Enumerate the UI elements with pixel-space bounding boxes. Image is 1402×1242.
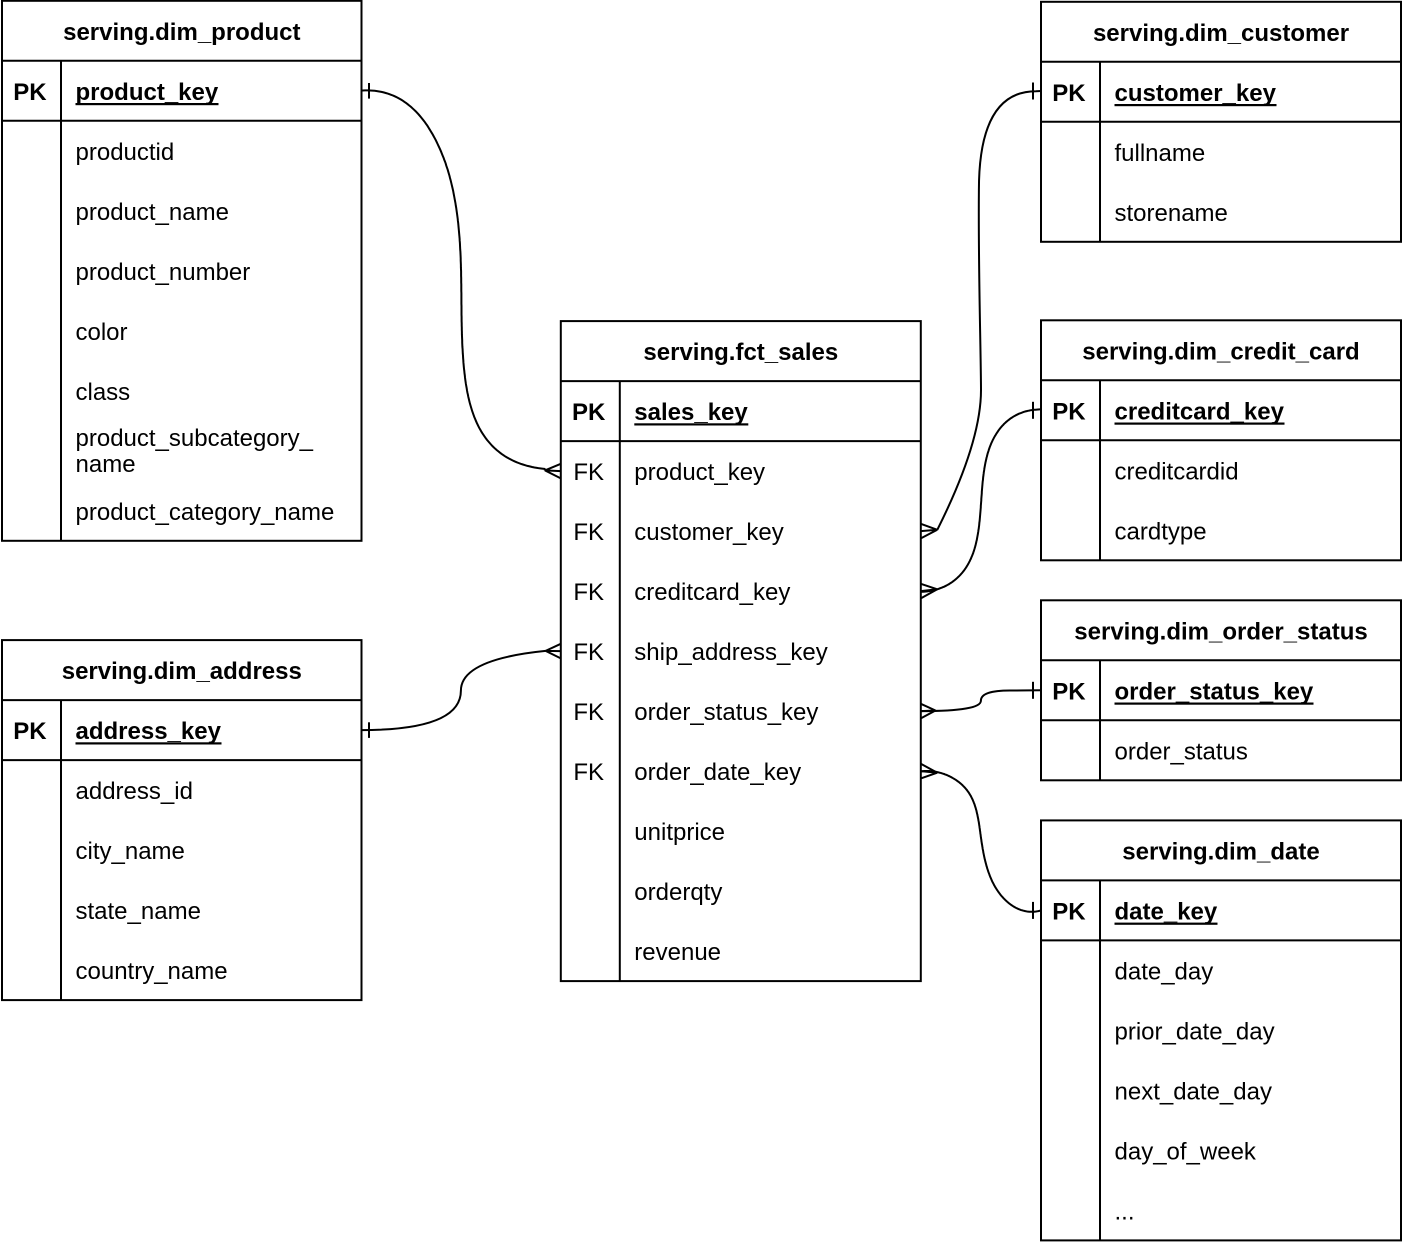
svg-text:FK: FK bbox=[573, 519, 604, 546]
svg-text:fullname: fullname bbox=[1115, 140, 1206, 167]
svg-text:order_status: order_status bbox=[1115, 738, 1248, 765]
svg-text:creditcard_key: creditcard_key bbox=[1115, 398, 1285, 425]
svg-text:day_of_week: day_of_week bbox=[1115, 1138, 1257, 1165]
svg-text:serving.fct_sales: serving.fct_sales bbox=[643, 339, 838, 366]
svg-text:color: color bbox=[76, 319, 128, 346]
svg-text:revenue: revenue bbox=[634, 939, 721, 966]
svg-text:prior_date_day: prior_date_day bbox=[1115, 1018, 1275, 1045]
svg-text:country_name: country_name bbox=[76, 958, 228, 985]
svg-text:PK: PK bbox=[13, 79, 47, 106]
svg-text:creditcardid: creditcardid bbox=[1115, 458, 1239, 485]
svg-text:order_date_key: order_date_key bbox=[634, 759, 801, 786]
svg-text:product_number: product_number bbox=[76, 259, 251, 286]
svg-text:customer_key: customer_key bbox=[634, 519, 783, 546]
svg-text:serving.dim_credit_card: serving.dim_credit_card bbox=[1082, 338, 1359, 365]
svg-text:customer_key: customer_key bbox=[1115, 80, 1277, 107]
svg-text:FK: FK bbox=[573, 579, 604, 606]
svg-text:PK: PK bbox=[572, 399, 606, 426]
svg-text:product_key: product_key bbox=[76, 79, 219, 106]
svg-text:PK: PK bbox=[1052, 398, 1086, 425]
svg-text:state_name: state_name bbox=[76, 898, 201, 925]
svg-text:serving.dim_date: serving.dim_date bbox=[1122, 838, 1319, 865]
svg-text:...: ... bbox=[1115, 1198, 1135, 1225]
svg-text:serving.dim_customer: serving.dim_customer bbox=[1093, 20, 1349, 47]
svg-text:PK: PK bbox=[1052, 898, 1086, 925]
svg-text:sales_key: sales_key bbox=[634, 399, 748, 426]
svg-text:productid: productid bbox=[76, 139, 175, 166]
svg-text:unitprice: unitprice bbox=[634, 819, 725, 846]
svg-text:PK: PK bbox=[13, 718, 47, 745]
svg-text:order_status_key: order_status_key bbox=[634, 699, 818, 726]
svg-text:address_id: address_id bbox=[76, 778, 193, 805]
svg-text:storename: storename bbox=[1115, 200, 1228, 227]
svg-text:serving.dim_product: serving.dim_product bbox=[63, 19, 300, 46]
svg-text:next_date_day: next_date_day bbox=[1115, 1078, 1272, 1105]
svg-text:address_key: address_key bbox=[76, 718, 222, 745]
svg-text:class: class bbox=[76, 379, 131, 406]
svg-text:FK: FK bbox=[573, 639, 604, 666]
svg-text:ship_address_key: ship_address_key bbox=[634, 639, 827, 666]
svg-text:name: name bbox=[76, 451, 136, 478]
svg-text:cardtype: cardtype bbox=[1115, 518, 1207, 545]
svg-text:date_key: date_key bbox=[1115, 898, 1218, 925]
svg-text:PK: PK bbox=[1052, 678, 1086, 705]
svg-text:date_day: date_day bbox=[1115, 958, 1214, 985]
svg-text:product_subcategory_: product_subcategory_ bbox=[76, 425, 314, 452]
svg-text:FK: FK bbox=[573, 459, 604, 486]
svg-text:PK: PK bbox=[1052, 80, 1086, 107]
svg-text:product_key: product_key bbox=[634, 459, 765, 486]
svg-text:FK: FK bbox=[573, 699, 604, 726]
svg-text:creditcard_key: creditcard_key bbox=[634, 579, 790, 606]
svg-text:order_status_key: order_status_key bbox=[1115, 678, 1314, 705]
svg-text:orderqty: orderqty bbox=[634, 879, 722, 906]
svg-text:product_category_name: product_category_name bbox=[76, 499, 335, 526]
svg-text:FK: FK bbox=[573, 759, 604, 786]
svg-text:product_name: product_name bbox=[76, 199, 229, 226]
svg-text:serving.dim_address: serving.dim_address bbox=[62, 658, 302, 685]
svg-text:serving.dim_order_status: serving.dim_order_status bbox=[1074, 618, 1367, 645]
svg-text:city_name: city_name bbox=[76, 838, 185, 865]
